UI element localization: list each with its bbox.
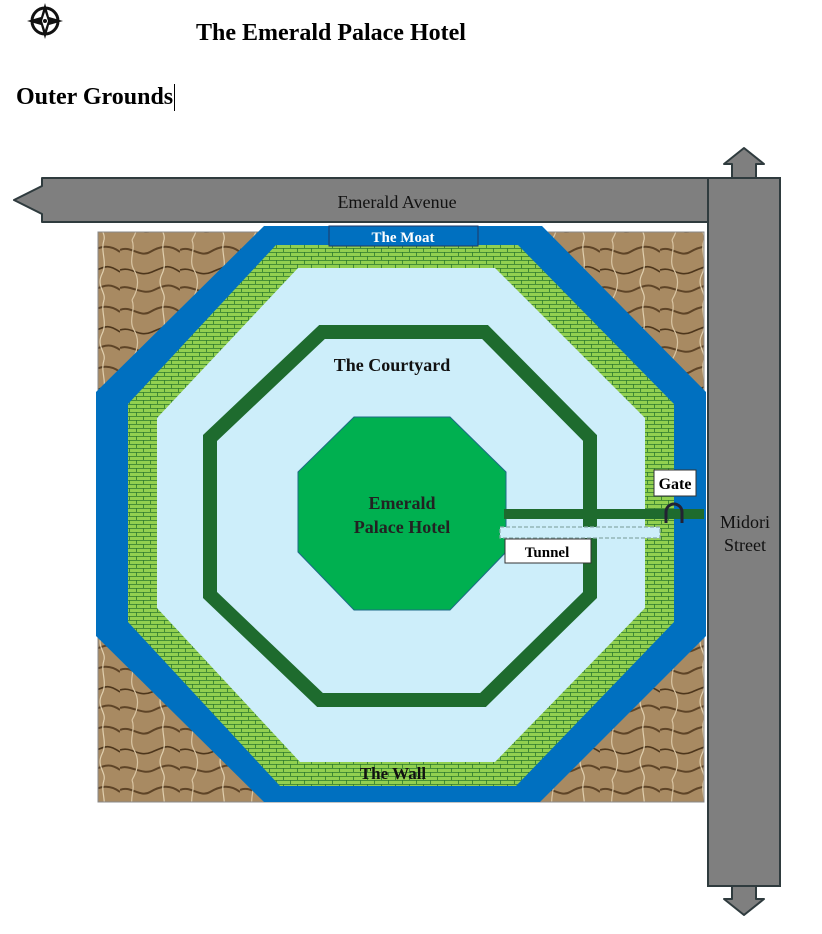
section-title: Outer Grounds bbox=[16, 84, 176, 111]
courtyard-path bbox=[203, 325, 597, 707]
wall-label: The Wall bbox=[360, 764, 427, 783]
tunnel-label: Tunnel bbox=[525, 545, 569, 561]
gate-arch-icon bbox=[664, 502, 684, 523]
street-label-line2: Street bbox=[724, 535, 766, 555]
moat-label: The Moat bbox=[372, 230, 435, 246]
street-label-line1: Midori bbox=[720, 512, 770, 532]
hotel-building bbox=[297, 416, 507, 611]
gate-label-box bbox=[653, 469, 697, 497]
tunnel-label-box bbox=[504, 538, 592, 564]
gate-path bbox=[504, 509, 704, 519]
page-title: The Emerald Palace Hotel bbox=[196, 20, 466, 46]
hotel-label-line1: Emerald bbox=[369, 493, 436, 513]
compass-rose-icon bbox=[26, 2, 64, 40]
midori-street bbox=[707, 147, 781, 916]
courtyard-label: The Courtyard bbox=[334, 355, 451, 375]
tunnel bbox=[499, 526, 661, 539]
gate-label: Gate bbox=[659, 476, 692, 493]
moat-label-box bbox=[328, 225, 479, 247]
hotel-label-line2: Palace Hotel bbox=[354, 517, 450, 537]
avenue-label: Emerald Avenue bbox=[337, 192, 456, 212]
